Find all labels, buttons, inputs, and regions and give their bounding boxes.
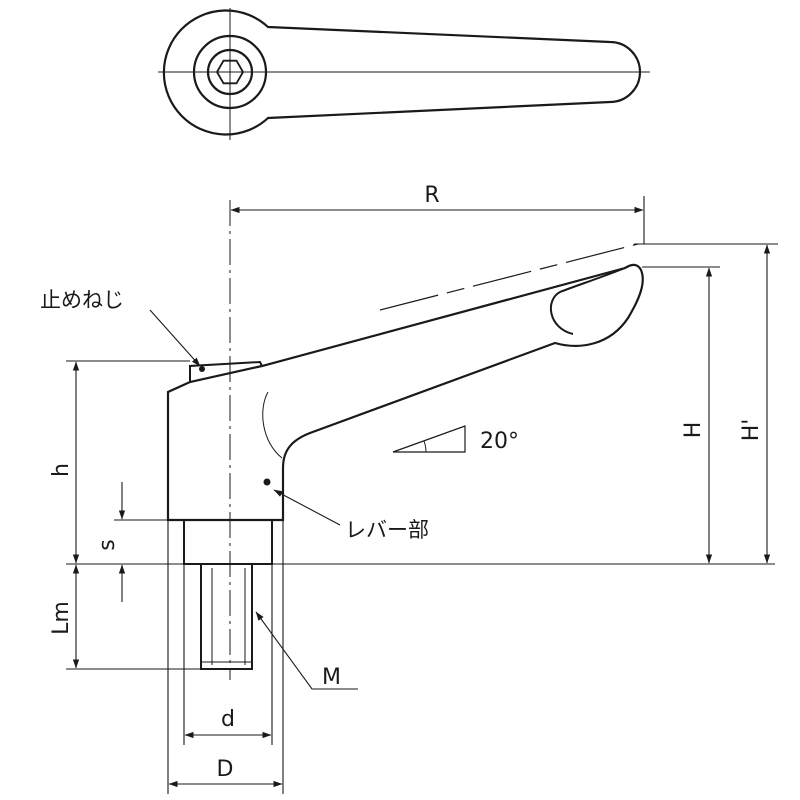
label-R: R xyxy=(424,183,439,208)
label-h: h xyxy=(49,463,74,477)
label-set-screw: 止めねじ xyxy=(40,288,124,312)
m-leader xyxy=(255,611,358,690)
lever-body-outline xyxy=(166,263,644,522)
top-view xyxy=(158,8,650,140)
label-s: s xyxy=(95,539,120,550)
set-screw-tab xyxy=(189,360,263,382)
lever-leader xyxy=(273,489,341,526)
set-screw-dot xyxy=(199,366,205,372)
top-view-hub-circle xyxy=(192,34,268,110)
threaded-stud xyxy=(200,563,253,670)
rotated-position-line xyxy=(379,243,639,311)
angle-arc xyxy=(423,440,427,453)
label-d: d xyxy=(221,707,235,732)
label-H-prime: H' xyxy=(739,419,764,442)
label-Lm: Lm xyxy=(49,601,74,635)
label-lever-part: レバー部 xyxy=(345,518,429,542)
angle-triangle xyxy=(392,425,466,453)
lever-dot xyxy=(263,478,271,486)
set-screw-leader xyxy=(149,309,201,367)
label-D: D xyxy=(217,757,234,782)
lever-fillet-curve xyxy=(262,391,283,459)
collar-boss xyxy=(183,519,273,565)
dimension-lines xyxy=(66,196,778,794)
side-view xyxy=(166,200,644,680)
label-angle: 20° xyxy=(480,429,519,454)
top-view-screw-head xyxy=(206,48,254,96)
label-M: M xyxy=(322,665,341,690)
labels: R 止めねじ レバー部 20° H H' h s Lm M d D xyxy=(40,183,764,782)
hex-socket-icon xyxy=(215,59,245,85)
label-H: H xyxy=(681,422,706,439)
lever-grip-curve xyxy=(550,267,626,335)
top-view-lever-outline xyxy=(162,9,642,136)
